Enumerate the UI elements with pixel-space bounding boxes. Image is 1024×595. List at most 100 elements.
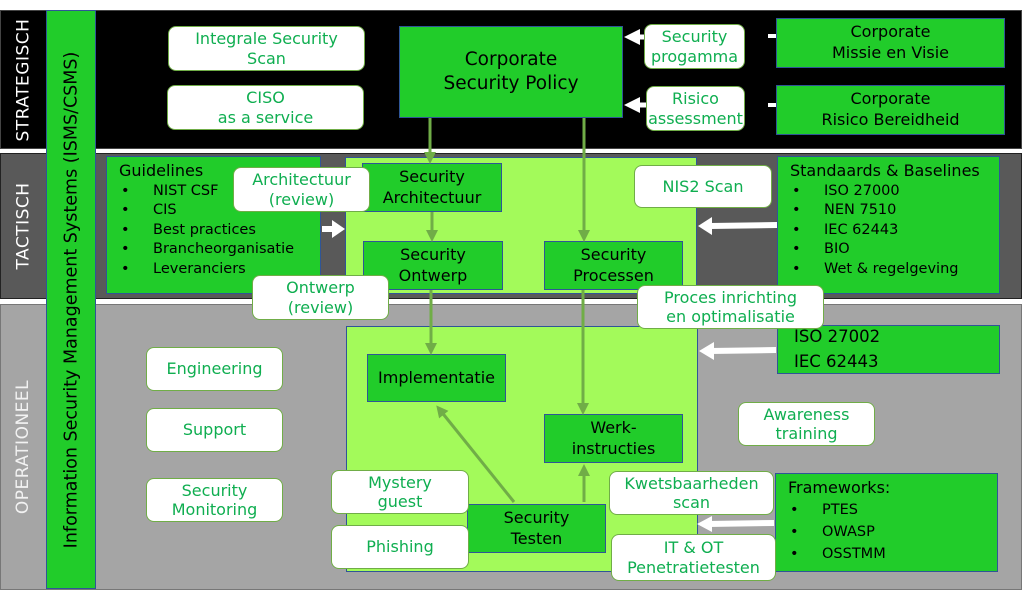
line: Support <box>182 420 247 440</box>
strategic-label-text: STRATEGISCH <box>13 18 34 141</box>
line: Security <box>661 27 728 47</box>
line: Security <box>400 244 466 264</box>
tactical-layer-label: TACTISCH <box>1 154 46 298</box>
list-item: IEC 62443 <box>790 221 958 241</box>
line: as a service <box>217 107 314 127</box>
line: Awareness <box>763 404 850 424</box>
standaards-baselines-box[interactable]: Standaards & Baselines ISO 27000 NEN 751… <box>777 156 1000 294</box>
line: Werk- <box>590 417 637 437</box>
werkinstructies[interactable]: Werk- instructies <box>544 414 683 463</box>
list-item: Best practices <box>119 221 294 241</box>
line: Mystery <box>368 472 432 492</box>
ontwerp-review[interactable]: Ontwerp (review) <box>252 275 389 320</box>
corporate-security-policy[interactable]: Corporate Security Policy <box>399 26 623 118</box>
line: guest <box>377 492 423 511</box>
risico-assessment[interactable]: Risico assessment <box>646 86 745 131</box>
line: Integrale Security <box>195 29 338 49</box>
architectuur-review[interactable]: Architectuur (review) <box>233 167 370 212</box>
security-testen[interactable]: Security Testen <box>467 504 606 553</box>
line: progamma <box>650 46 739 66</box>
list-item: ISO 27000 <box>790 182 958 202</box>
operational-layer-label: OPERATIONEEL <box>1 305 46 589</box>
guidelines-title: Guidelines <box>119 161 204 180</box>
list-item: BIO <box>790 240 958 260</box>
list-item: CIS <box>119 201 294 221</box>
line: Phishing <box>366 537 434 557</box>
tactical-label-text: TACTISCH <box>13 182 34 270</box>
line: Security <box>580 244 647 264</box>
line: Risico <box>672 89 719 109</box>
line: Monitoring <box>171 500 258 519</box>
line: Risico Bereidheid <box>821 110 960 129</box>
strategic-layer-label: STRATEGISCH <box>1 11 46 148</box>
line: Ontwerp <box>398 265 468 285</box>
standaards-list: ISO 27000 NEN 7510 IEC 62443 BIO Wet & r… <box>790 182 958 280</box>
mystery-guest[interactable]: Mystery guest <box>331 470 469 514</box>
line: Proces inrichting <box>663 287 797 307</box>
line: Security <box>399 166 465 186</box>
security-programma[interactable]: Security progamma <box>644 24 745 69</box>
support[interactable]: Support <box>146 408 283 452</box>
line: Security Policy <box>443 73 579 94</box>
line: en optimalisatie <box>666 307 795 326</box>
line: Architectuur <box>382 187 482 207</box>
phishing[interactable]: Phishing <box>331 525 469 569</box>
line: instructies <box>571 438 656 458</box>
operational-label-text: OPERATIONEEL <box>13 379 34 515</box>
awareness-training[interactable]: Awareness training <box>738 402 875 446</box>
line: NIS2 Scan <box>662 176 744 196</box>
line: Scan <box>247 48 286 68</box>
line: (review) <box>287 297 354 317</box>
line: IEC 62443 <box>794 351 879 371</box>
line: Corporate <box>464 48 558 70</box>
engineering[interactable]: Engineering <box>146 347 283 391</box>
iso-iec-box[interactable]: ISO 27002 IEC 62443 <box>777 325 1000 374</box>
security-monitoring[interactable]: Security Monitoring <box>146 478 283 522</box>
line: Testen <box>510 528 563 548</box>
line: Processen <box>573 265 654 285</box>
guidelines-list: NIST CSF CIS Best practices Brancheorgan… <box>119 182 294 280</box>
line: Engineering <box>166 359 263 379</box>
line: Corporate <box>850 89 931 109</box>
corporate-risico-bereidheid[interactable]: Corporate Risico Bereidheid <box>776 85 1005 135</box>
isms-bar[interactable]: Information Security Management Systems … <box>46 10 96 589</box>
line: Implementatie <box>378 367 495 387</box>
line: Architectuur <box>252 170 351 190</box>
it-ot-penetratietesten[interactable]: IT & OT Penetratietesten <box>611 534 776 581</box>
line: Security <box>503 507 570 527</box>
kwetsbaarheden-scan[interactable]: Kwetsbaarheden scan <box>609 471 774 515</box>
ciso-as-a-service[interactable]: CISO as a service <box>167 85 364 130</box>
line: ISO 27002 <box>794 326 881 346</box>
line: Kwetsbaarheden <box>624 473 759 493</box>
corporate-missie-en-visie[interactable]: Corporate Missie en Visie <box>776 18 1005 68</box>
list-item: Leveranciers <box>119 260 294 280</box>
integrale-security-scan[interactable]: Integrale Security Scan <box>168 26 365 71</box>
implementatie[interactable]: Implementatie <box>367 354 506 402</box>
frameworks-box[interactable]: Frameworks: PTES OWASP OSSTMM <box>775 473 998 572</box>
frameworks-list: PTES OWASP OSSTMM <box>788 499 886 565</box>
list-item: NEN 7510 <box>790 201 958 221</box>
line: Corporate <box>850 22 931 42</box>
list-item: Wet & regelgeving <box>790 260 958 280</box>
isms-label: Information Security Management Systems … <box>61 51 82 548</box>
list-item: Brancheorganisatie <box>119 240 294 260</box>
security-processen[interactable]: Security Processen <box>544 241 683 290</box>
standaards-title: Standaards & Baselines <box>790 161 980 180</box>
frameworks-title: Frameworks: <box>788 478 891 497</box>
line: scan <box>672 493 711 512</box>
line: Missie en Visie <box>831 43 950 62</box>
line: (review) <box>268 189 335 209</box>
line: Security <box>181 480 248 500</box>
line: Ontwerp <box>286 278 355 298</box>
line: assessment <box>648 108 743 128</box>
nis2-scan[interactable]: NIS2 Scan <box>634 165 772 208</box>
list-item: OSSTMM <box>788 543 886 565</box>
line: CISO <box>246 88 285 108</box>
list-item: PTES <box>788 499 886 521</box>
security-architectuur[interactable]: Security Architectuur <box>362 163 502 212</box>
proces-inrichting-optimalisatie[interactable]: Proces inrichting en optimalisatie <box>637 285 824 329</box>
line: IT & OT <box>663 538 724 558</box>
list-item: OWASP <box>788 521 886 543</box>
list-item: NIST CSF <box>119 182 294 202</box>
line: Penetratietesten <box>627 557 760 577</box>
